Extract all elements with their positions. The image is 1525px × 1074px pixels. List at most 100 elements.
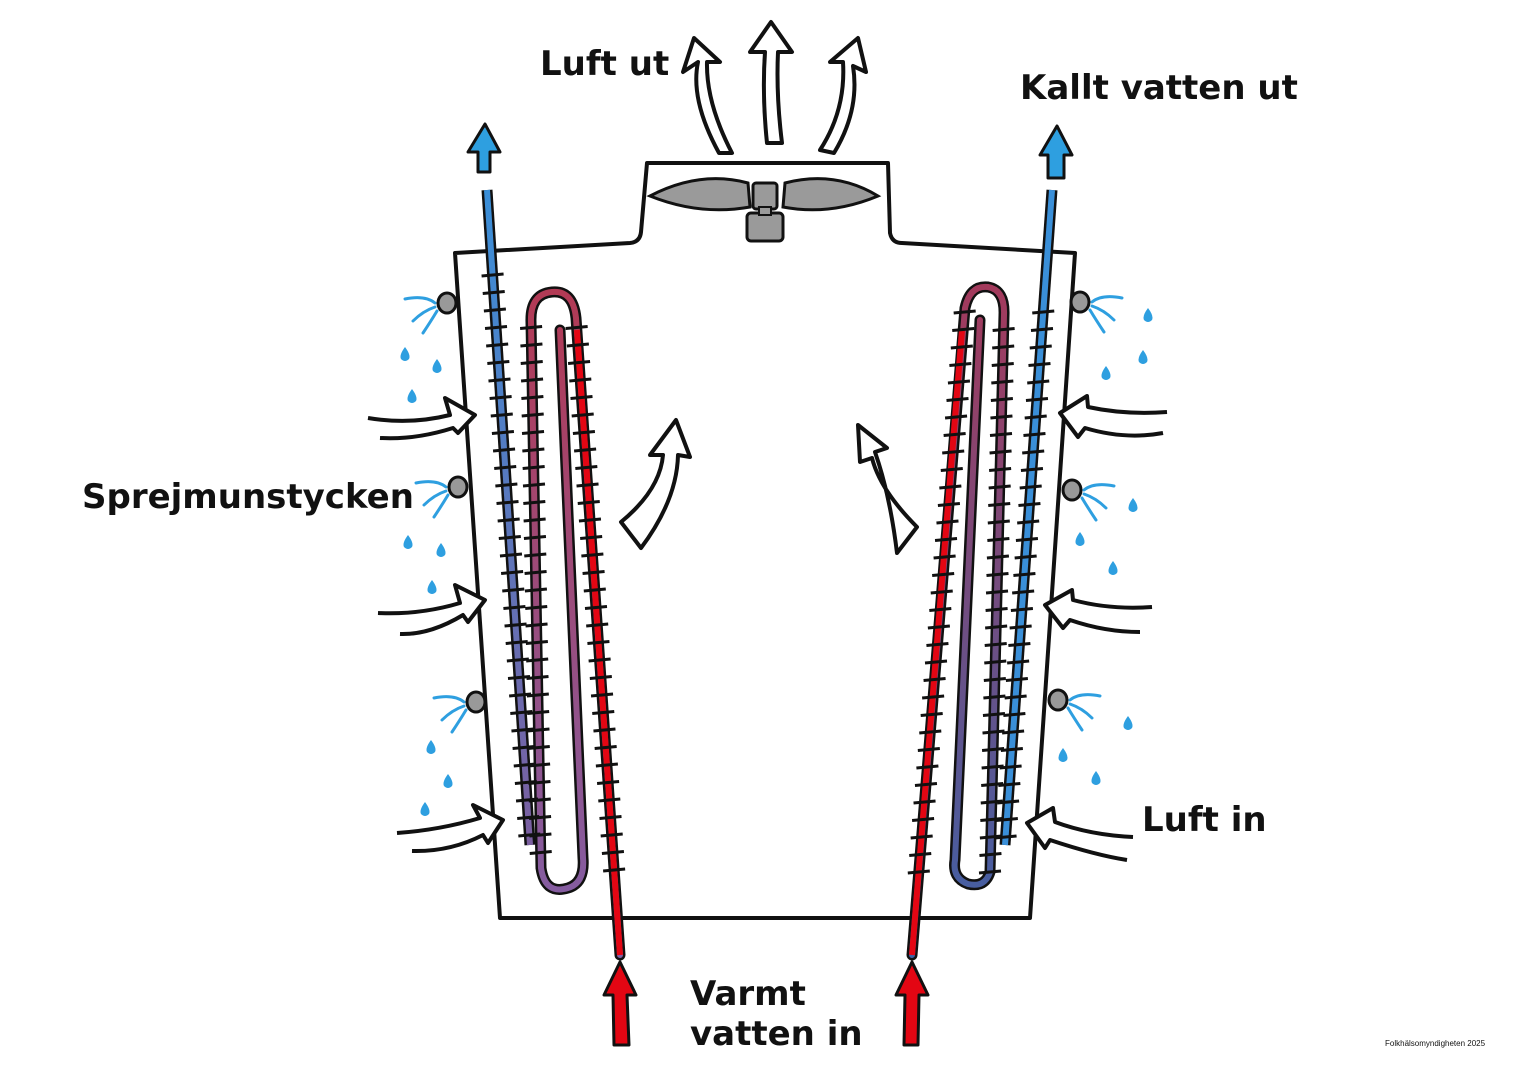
coil-fin: [523, 517, 546, 523]
coil-fin: [940, 467, 963, 472]
water-drop-icon: [426, 740, 436, 754]
coil-fin: [1020, 467, 1044, 472]
coil-fin: [589, 675, 612, 680]
coil-fin: [1014, 554, 1037, 560]
coil-fin: [486, 342, 509, 348]
warm-water-in-arrows: [602, 960, 930, 1047]
coil-fin: [566, 342, 590, 348]
coil-fin: [527, 762, 551, 768]
coil-fin: [1017, 519, 1040, 525]
coil-fin: [583, 587, 606, 593]
coil-fin: [506, 657, 529, 663]
coil-fin: [487, 360, 510, 365]
coil-fin: [527, 710, 550, 715]
coil-fin: [1005, 677, 1029, 682]
coil-fin: [505, 640, 528, 645]
coil-fin: [914, 782, 938, 787]
coil-fin: [982, 729, 1005, 735]
coil-fin: [524, 552, 547, 558]
spray-nozzle-icon: [1061, 478, 1083, 502]
water-drop-icon: [400, 347, 410, 361]
coil-fin: [523, 535, 547, 540]
spray-nozzle-icon: [1047, 688, 1069, 712]
coil-fin: [524, 570, 547, 575]
water-drop-icon: [1075, 532, 1085, 546]
spray-lines: [414, 480, 450, 519]
coil-fin: [932, 572, 955, 577]
coil-fin: [570, 395, 593, 400]
coil-fin: [596, 780, 620, 785]
air-in-arrows-right: [1025, 394, 1168, 862]
tower-housing: [453, 161, 1077, 920]
coil-fin: [488, 377, 511, 383]
coil-fin: [599, 815, 622, 820]
coil-fin: [1019, 484, 1042, 490]
coil-fin: [520, 342, 543, 348]
coil-fin: [1023, 432, 1046, 437]
coil-fin: [1000, 747, 1023, 752]
coil-fin: [595, 762, 619, 768]
coil-fin: [527, 727, 550, 733]
coil-fin: [565, 325, 588, 330]
water-drop-icon: [1128, 498, 1138, 512]
coil-fin: [950, 344, 973, 350]
coil-fin: [592, 710, 615, 715]
coil-fin: [929, 607, 952, 612]
coil-fin: [1032, 309, 1055, 315]
coil-fin: [921, 694, 945, 700]
coil-fin: [496, 500, 519, 505]
label-air-out: Luft ut: [540, 44, 669, 84]
coil-fin: [979, 852, 1002, 857]
coil-fin: [522, 447, 545, 453]
coil-fin: [1028, 362, 1051, 367]
coil-fin: [507, 675, 531, 680]
coil-fin: [983, 694, 1006, 700]
water-drop-icon: [436, 543, 446, 557]
coil-fin: [520, 377, 544, 383]
coil-fin: [528, 780, 551, 785]
coil-fin: [528, 815, 552, 820]
label-cold-water-out: Kallt vatten ut: [1020, 68, 1298, 108]
coil-fin: [927, 624, 951, 630]
coil-fin: [920, 712, 943, 717]
coil-fin: [917, 747, 940, 752]
coil-fin: [529, 850, 552, 855]
coil-fin: [590, 692, 614, 698]
coil-fin: [992, 327, 1015, 332]
coil-fin: [980, 817, 1003, 822]
coil-fin: [1030, 327, 1054, 332]
water-drop-icon: [1138, 350, 1148, 364]
coil-fin: [581, 552, 604, 558]
coil-fin: [491, 430, 515, 435]
coil-fin: [998, 782, 1021, 787]
coil-fin: [1013, 572, 1036, 577]
coil-fin: [529, 832, 552, 838]
coil-fin: [937, 502, 961, 507]
coil-fin: [988, 467, 1012, 472]
coil-fin: [601, 850, 625, 855]
coil-fin: [571, 412, 594, 418]
coil-fin: [978, 869, 1002, 875]
coil-fin: [494, 465, 517, 470]
coil-fin: [499, 552, 523, 558]
coil-fin: [572, 430, 596, 435]
spray-lines: [1080, 483, 1116, 522]
coil-fin: [498, 535, 521, 540]
coil-fin: [526, 657, 549, 663]
coil-fin: [526, 675, 549, 680]
coil-fin: [522, 465, 545, 470]
spray-lines: [403, 296, 439, 335]
coil-fin: [989, 432, 1013, 437]
coil-fin: [1003, 712, 1026, 717]
water-drop-icon: [407, 389, 417, 403]
coil-fin: [934, 537, 958, 542]
coil-fin: [586, 622, 609, 628]
coil-fin: [524, 587, 548, 593]
coil-fin: [952, 327, 975, 332]
coil-fin: [573, 447, 597, 453]
coil-fin: [502, 587, 525, 593]
coil-fin: [569, 377, 592, 383]
label-warm-water-in-1: Varmt: [690, 974, 806, 1014]
coil-fin: [577, 500, 600, 505]
